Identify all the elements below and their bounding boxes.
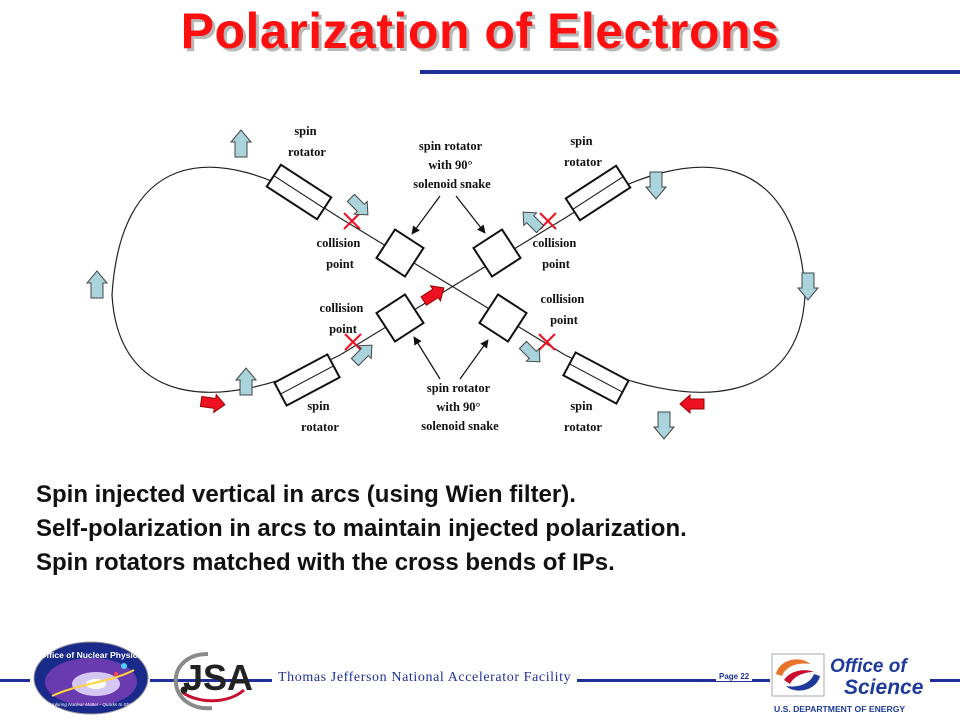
footer-rule <box>0 679 30 682</box>
slide-title: Polarization of Electrons <box>180 3 780 59</box>
label-spin-rotator-bl: spin rotator <box>301 399 339 434</box>
title-rule <box>420 70 960 74</box>
pointer-line <box>413 336 441 380</box>
spin-up-arrow-icon <box>85 270 109 299</box>
bullet-list: Spin injected vertical in arcs (using Wi… <box>36 478 687 580</box>
solenoid-snake-boxes <box>375 228 528 343</box>
left-arc <box>111 166 341 393</box>
spin-diagonal-arrow-icon <box>346 193 369 216</box>
bullet-item: Spin injected vertical in arcs (using Wi… <box>36 481 576 508</box>
science-logo-line1: Office of <box>830 656 908 677</box>
snake-box-bl <box>375 293 425 343</box>
spin-rotator-box-bl <box>273 353 341 407</box>
label-spin-rotator-tl: spin rotator <box>288 124 326 159</box>
jsa-logo-text: JSA <box>183 657 253 698</box>
pointer-line <box>459 339 489 380</box>
bullet-item: Self-polarization in arcs to maintain in… <box>36 515 687 542</box>
spin-rotator-box-tr <box>564 164 632 222</box>
snake-box-br <box>478 293 528 343</box>
bullet-item: Spin rotators matched with the cross ben… <box>36 549 615 576</box>
page-number: Page 22 <box>716 672 753 681</box>
lab-name: Thomas Jefferson National Accelerator Fa… <box>272 670 578 686</box>
label-spin-rotator-tr: spin rotator <box>564 134 602 169</box>
spin-diagonal-arrow-icon <box>518 340 541 363</box>
label-snake-bottom: spin rotator with 90° solenoid snake <box>421 381 499 433</box>
snake-box-tr <box>472 228 522 278</box>
collision-x-br-icon <box>538 333 556 351</box>
label-collision-bl: collision point <box>320 301 367 336</box>
pointer-line <box>455 195 486 234</box>
nuclear-physics-logo-tagline: Exploring Nuclear Matter - Quarks to Sta… <box>48 702 135 707</box>
spin-rotator-box-tl <box>265 163 333 221</box>
label-collision-tl: collision point <box>317 236 364 271</box>
nuclear-physics-logo-title: Office of Nuclear Physics <box>40 650 143 660</box>
spin-up-arrow-icon <box>229 129 253 158</box>
spin-down-arrow-icon <box>652 411 676 440</box>
science-logo-line2: Science <box>844 676 924 699</box>
label-snake-top: spin rotator with 90° solenoid snake <box>413 139 491 191</box>
label-spin-rotator-br: spin rotator <box>564 399 602 434</box>
spin-rotator-box-br <box>562 351 630 405</box>
spin-down-arrow-icon <box>644 171 668 200</box>
collision-marks <box>343 212 557 351</box>
injected-arrow-icon <box>420 285 445 306</box>
jsa-logo: JSA <box>173 652 253 711</box>
footer-rule <box>930 679 960 682</box>
injected-arrow-icon <box>199 393 226 414</box>
office-of-science-logo: Office of Science U.S. DEPARTMENT OF ENE… <box>771 653 924 714</box>
collision-x-tl-icon <box>343 212 361 230</box>
label-collision-br: collision point <box>541 292 588 327</box>
figure-eight-ring-diagram: spin rotator spin rotator spin rotator s… <box>85 124 820 440</box>
spin-rotator-boxes <box>265 163 632 407</box>
injected-arrow-icon <box>679 393 705 415</box>
diagram-labels: spin rotator spin rotator spin rotator s… <box>288 124 602 434</box>
injected-arrows <box>199 285 705 415</box>
spin-down-arrow-icon <box>796 272 820 301</box>
spin-arrows <box>85 129 820 440</box>
science-logo-line3: U.S. DEPARTMENT OF ENERGY <box>774 704 905 714</box>
spin-diagonal-arrow-icon <box>522 211 545 234</box>
crossing-line-b <box>339 217 566 356</box>
pointer-line <box>411 195 441 235</box>
snake-pointers <box>411 195 489 380</box>
snake-box-tl <box>375 228 425 278</box>
label-collision-tr: collision point <box>533 236 580 271</box>
collision-x-bl-icon <box>344 333 362 351</box>
ring-track <box>111 166 806 393</box>
office-of-nuclear-physics-logo: Office of Nuclear Physics Exploring Nucl… <box>33 641 149 715</box>
spin-up-arrow-icon <box>234 367 258 396</box>
spin-diagonal-arrow-icon <box>350 344 373 367</box>
